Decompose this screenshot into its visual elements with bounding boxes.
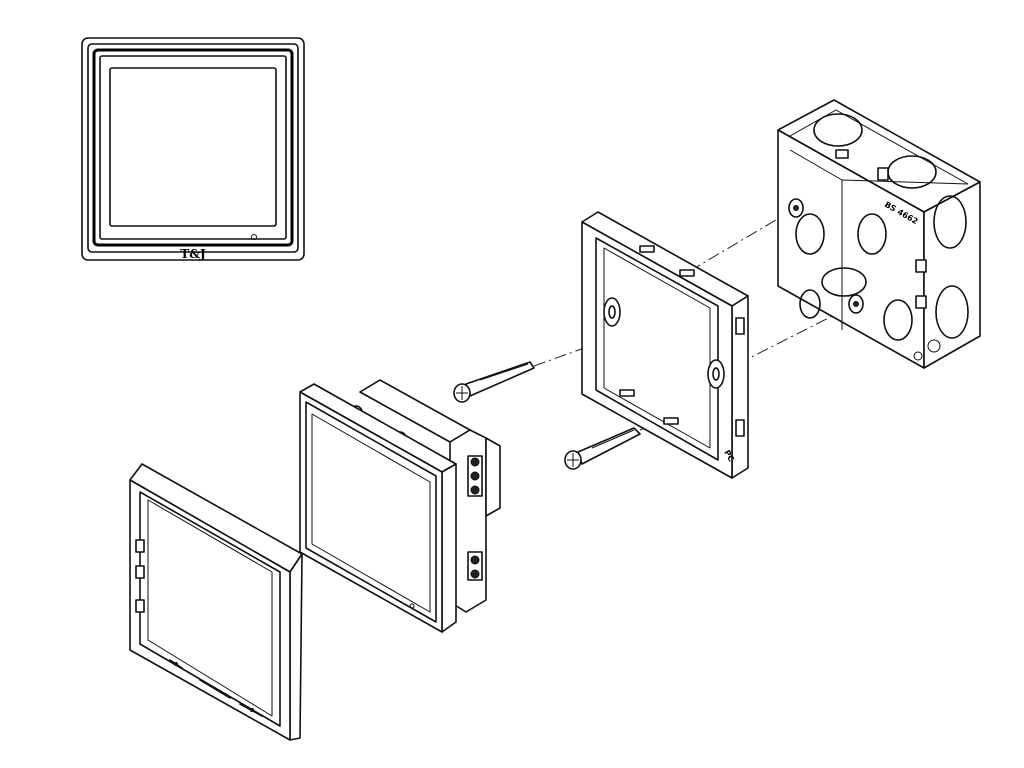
mounting-frame: PC <box>581 211 749 479</box>
display-window <box>109 67 277 227</box>
front-panel-view: T&J <box>81 37 305 261</box>
wall-box: BS 4662 <box>777 99 981 369</box>
cover-frame <box>129 463 303 741</box>
screw-upper <box>453 361 535 403</box>
module-display <box>311 413 431 613</box>
thermostat-module <box>299 379 501 633</box>
screw-lower <box>564 427 641 470</box>
brand-logo: T&J <box>180 247 206 261</box>
indicator-led-icon <box>251 234 257 240</box>
